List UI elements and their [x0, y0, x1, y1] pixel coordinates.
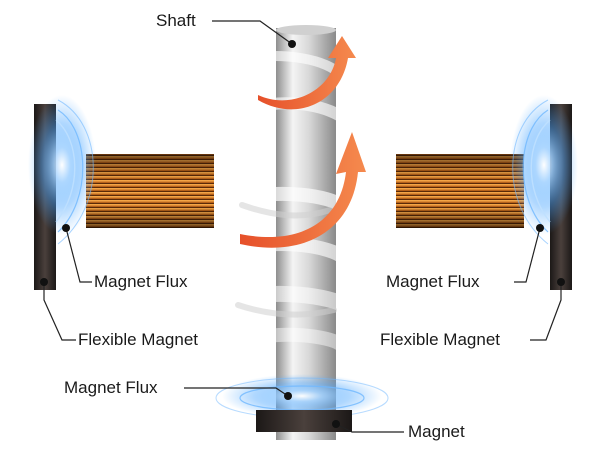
leader-bottom-magnet — [335, 423, 404, 433]
dot-shaft — [288, 40, 296, 48]
left-coil — [86, 154, 214, 228]
swirl-shadow — [235, 202, 337, 318]
leader-left-flux — [65, 227, 92, 283]
leader-right-magnet — [530, 282, 562, 341]
leader-shaft — [212, 20, 293, 45]
dot-left-flux — [62, 224, 70, 232]
label-bottom-flux: Magnet Flux — [64, 378, 158, 397]
dot-bottom-magnet — [332, 420, 340, 428]
right-flux-glow — [510, 95, 578, 245]
leader-right-flux — [514, 227, 541, 283]
right-coil — [396, 154, 524, 228]
leader-lines — [43, 20, 562, 433]
label-right-flux: Magnet Flux — [386, 272, 480, 291]
leader-bottom-flux — [184, 387, 289, 397]
left-flux-glow — [28, 95, 96, 245]
dot-right-magnet — [557, 278, 565, 286]
rotation-arrow-top — [258, 36, 356, 110]
bottom-magnet — [256, 410, 352, 432]
label-left-magnet: Flexible Magnet — [78, 330, 199, 349]
label-right-magnet: Flexible Magnet — [380, 330, 501, 349]
dot-left-magnet — [40, 278, 48, 286]
label-left-flux: Magnet Flux — [94, 272, 188, 291]
dot-bottom-flux — [284, 392, 292, 400]
dot-right-flux — [536, 224, 544, 232]
leader-dots — [40, 40, 565, 428]
rotation-arrow-bottom — [240, 132, 366, 248]
label-shaft: Shaft — [156, 11, 196, 30]
leader-left-magnet — [43, 282, 76, 341]
label-bottom-magnet: Magnet — [408, 422, 465, 441]
